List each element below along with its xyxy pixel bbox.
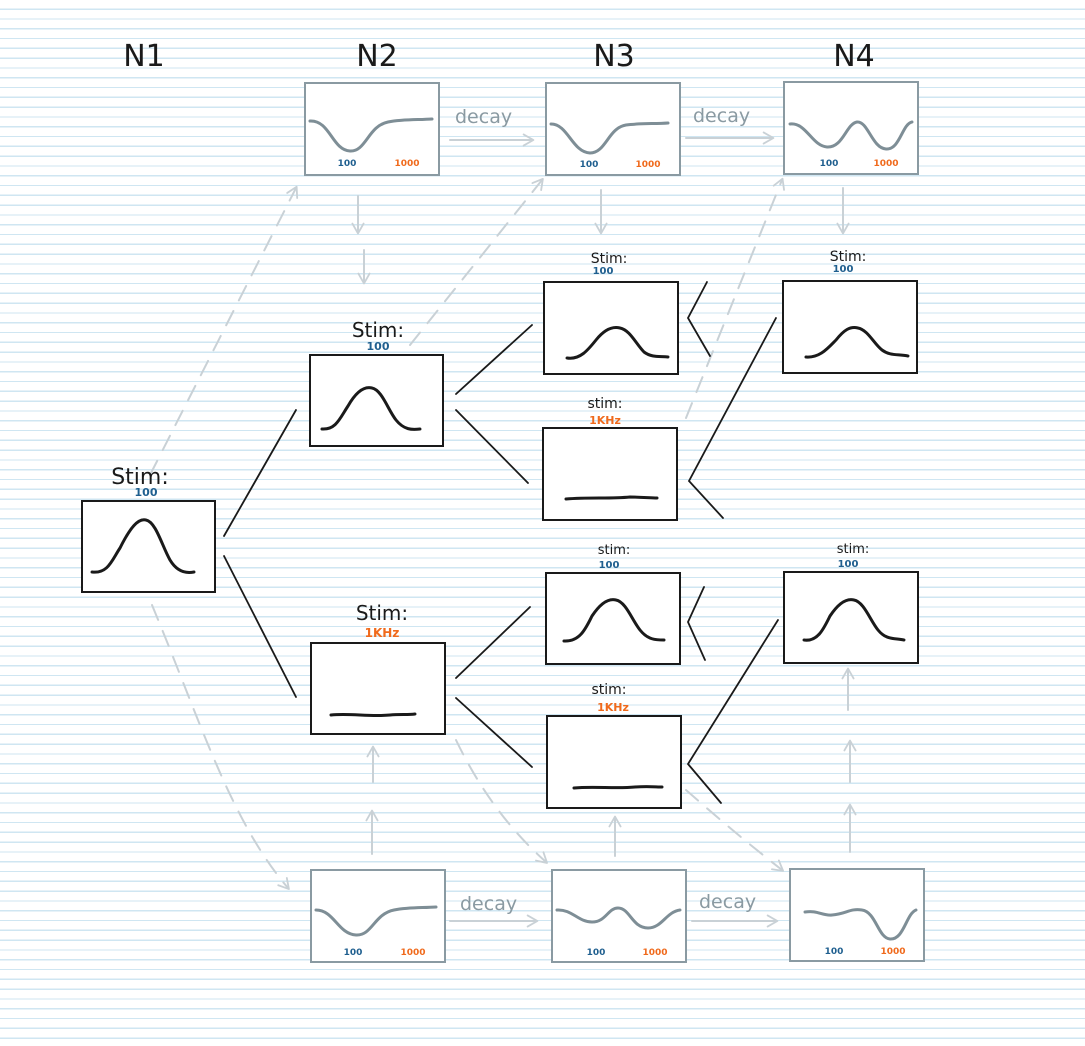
dashed-arrow-n2-to-top-n3 <box>409 177 544 346</box>
stim-label: stim: <box>837 542 870 557</box>
legend-100: 100 <box>344 948 363 958</box>
stim-freq-100: 100 <box>599 560 620 571</box>
stim-freq-100: 100 <box>367 340 390 353</box>
stim-label: Stim: <box>830 249 867 265</box>
legend-1000: 1000 <box>642 948 667 958</box>
bracket-n3d <box>686 619 779 804</box>
legend-100: 100 <box>825 947 844 957</box>
tree-connectors <box>223 281 779 804</box>
decay-label-top-1: decay <box>455 106 512 128</box>
stim-label: stim: <box>598 543 631 558</box>
legend-100: 100 <box>338 159 357 169</box>
stim-freq-1khz: 1KHz <box>597 701 629 714</box>
stim-node-n4-100-top: Stim: 100 <box>782 249 918 374</box>
legend-100: 100 <box>580 160 599 170</box>
bracket-n3c <box>687 586 706 661</box>
dashed-arrow-n1-to-top-n2 <box>149 185 299 476</box>
legend-1000: 1000 <box>880 947 905 957</box>
adaptation-box-top-n3: 100 1000 <box>545 82 681 176</box>
stim-node-n3-1khz-b: stim: 1KHz <box>542 396 678 521</box>
adaptation-box-bottom-n3: 100 1000 <box>551 869 687 963</box>
stim-label: Stim: <box>111 465 169 490</box>
stim-node-n2-1khz: Stim: 1KHz <box>310 601 446 735</box>
stim-node-n3-1khz-d: stim: 1KHz <box>546 682 682 809</box>
stim-node-n1: Stim: 100 <box>81 465 216 593</box>
stim-freq-100: 100 <box>838 559 859 570</box>
legend-1000: 1000 <box>873 159 898 169</box>
dashed-arrow-n3-to-top-n4 <box>685 177 785 419</box>
column-header-n4: N4 <box>833 39 875 74</box>
adaptation-box-top-n2: 100 1000 <box>304 82 440 176</box>
legend-100: 100 <box>820 159 839 169</box>
stim-node-n4-100-bottom: stim: 100 <box>783 542 919 664</box>
dashed-arrow-n2-to-bottom-n3 <box>455 739 548 864</box>
column-header-n3: N3 <box>593 39 635 74</box>
column-header-n2: N2 <box>356 39 398 74</box>
legend-1000: 1000 <box>394 159 419 169</box>
connector-n2bot-to-n3d <box>455 697 533 768</box>
dashed-arrow-n1-to-bottom-n2 <box>151 604 290 890</box>
legend-1000: 1000 <box>400 948 425 958</box>
bracket-n3b <box>687 317 777 519</box>
dashed-diagonal-arrows <box>149 177 785 890</box>
stim-node-n2-100: Stim: 100 <box>309 318 444 447</box>
stim-label: stim: <box>587 396 622 412</box>
connector-n2top-to-n3b <box>455 409 529 484</box>
adaptation-box-top-n4: 100 1000 <box>783 81 919 175</box>
connector-n1-to-n2-bottom <box>223 555 297 698</box>
connector-n2bot-to-n3c <box>455 606 531 679</box>
legend-1000: 1000 <box>635 160 660 170</box>
dashed-arrow-n3-to-bottom-n4 <box>685 789 785 872</box>
gray-arrows <box>351 131 857 928</box>
stim-node-n3-100-c: stim: 100 <box>545 543 681 665</box>
column-header-n1: N1 <box>123 39 165 74</box>
stim-freq-100: 100 <box>833 264 854 275</box>
decay-label-bottom-1: decay <box>460 893 517 915</box>
legend-100: 100 <box>587 948 606 958</box>
adaptation-box-bottom-n4: 100 1000 <box>789 868 925 962</box>
decay-label-bottom-2: decay <box>699 891 756 913</box>
stim-freq-100: 100 <box>593 266 614 277</box>
connector-n2top-to-n3a <box>455 324 533 395</box>
stim-freq-1khz: 1KHz <box>589 414 621 427</box>
decay-label-top-2: decay <box>693 105 750 127</box>
adaptation-box-bottom-n2: 100 1000 <box>310 869 446 963</box>
stim-freq-1khz: 1KHz <box>365 626 400 640</box>
stim-label: Stim: <box>591 251 628 267</box>
stim-label: Stim: <box>352 318 404 342</box>
connector-n1-to-n2-top <box>223 409 297 537</box>
stim-label: Stim: <box>356 601 408 625</box>
bracket-n3a <box>686 281 711 357</box>
stim-node-n3-100-a: Stim: 100 <box>543 251 679 375</box>
stim-label: stim: <box>591 682 626 698</box>
stim-freq-100: 100 <box>135 486 158 499</box>
